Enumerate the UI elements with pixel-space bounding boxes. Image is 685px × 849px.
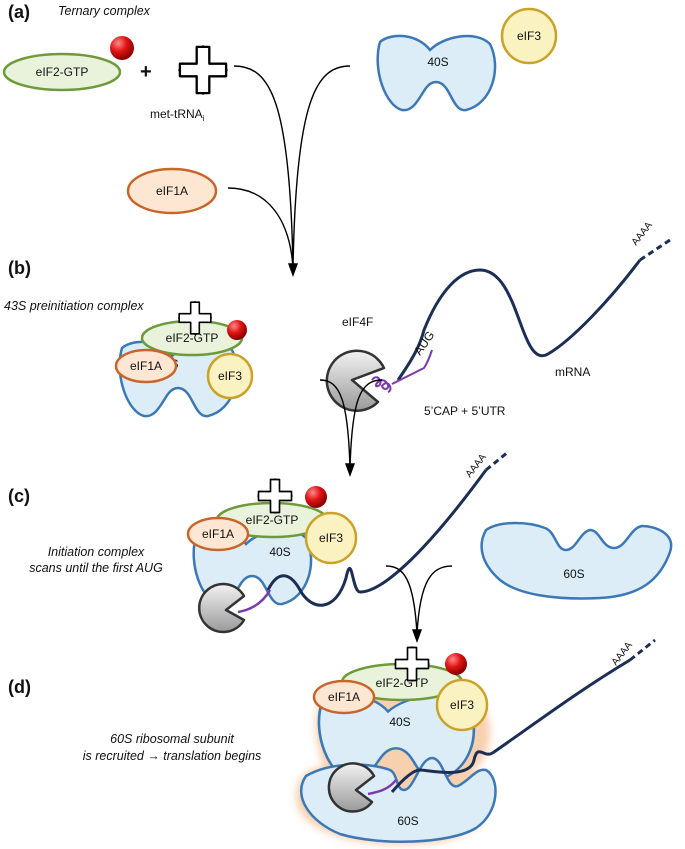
panel-a-label: (a) <box>8 2 30 22</box>
mrna-polya-dash-c <box>485 450 509 472</box>
eif2-gtp-label-b: eIF2-GTP <box>166 331 219 345</box>
utr-d <box>367 779 397 796</box>
utr-loops-b <box>371 349 433 393</box>
gtp-ball-b <box>227 320 247 340</box>
mrna-strand-d <box>390 658 631 793</box>
eif3-b: eIF3 <box>206 352 254 400</box>
eif2-gtp-a: eIF2-GTP <box>2 52 122 92</box>
eif2-gtp-label-a: eIF2-GTP <box>36 65 89 79</box>
mrna-polya-dash-b <box>639 238 671 262</box>
eif3-label-c: eIF3 <box>319 531 343 545</box>
eif3-d: eIF3 <box>435 678 489 732</box>
gtp-ball-c <box>305 486 327 508</box>
eif2-gtp-label-c: eIF2-GTP <box>246 513 299 527</box>
mrna-strand-b <box>396 259 642 381</box>
eif1a-b: eIF1A <box>114 348 178 384</box>
eif3-label-d: eIF3 <box>450 698 474 712</box>
ribosome-40s-a: 40S <box>376 34 497 112</box>
panel-b-label: (b) <box>8 258 31 278</box>
polya-label-c: AAAA <box>464 452 489 480</box>
eif1a-label-c: eIF1A <box>202 527 234 541</box>
recruitment-caption-line2: is recruited → translation begins <box>83 749 262 763</box>
utr-c <box>237 589 272 614</box>
merge-arrow-c-d <box>385 565 453 644</box>
mrna-strand-c <box>266 469 488 607</box>
scanning-caption-line1: Initiation complex <box>48 545 145 559</box>
gtp-ball-a <box>110 36 134 60</box>
eif4f-icon-d <box>327 762 376 813</box>
eif4f-icon-c <box>198 582 246 634</box>
mrna-label: mRNA <box>555 365 590 379</box>
merge-arrow-a-b <box>227 65 351 278</box>
ribosome-40s-c: 40S <box>192 528 313 606</box>
mrna-polya-dash-d <box>629 638 656 662</box>
scanning-caption-line2: scans until the first AUG <box>29 561 163 575</box>
ternary-complex-caption: Ternary complex <box>58 4 151 18</box>
polya-label-b: AAAA <box>630 220 655 248</box>
ribosome-40s-label-c: 40S <box>269 545 290 559</box>
met-trna-icon <box>178 45 228 95</box>
gtp-ball-d <box>445 653 467 675</box>
ribosome-40s-label-d: 40S <box>389 715 410 729</box>
preinitiation-caption: 43S preinitiation complex <box>4 299 144 313</box>
eif4f-label: eIF4F <box>342 315 373 329</box>
recruitment-caption-line1: 60S ribosomal subunit <box>110 732 234 746</box>
eif2-gtp-label-d: eIF2-GTP <box>376 676 429 690</box>
eif1a-c: eIF1A <box>186 516 250 552</box>
eif1a-a: eIF1A <box>126 167 218 215</box>
ribosome-40s-label-a: 40S <box>427 55 448 69</box>
panel-d-label: (d) <box>8 677 31 697</box>
cap-utr-label: 5’CAP + 5’UTR <box>424 404 506 418</box>
eif1a-label-d: eIF1A <box>328 690 360 704</box>
met-trna-label: met-tRNAi <box>150 107 205 123</box>
eif3-c: eIF3 <box>304 511 358 565</box>
ribosome-60s-label-d: 60S <box>397 814 418 828</box>
eif1a-label-a: eIF1A <box>156 184 188 198</box>
eif3-a: eIF3 <box>500 7 558 65</box>
eif1a-label-b: eIF1A <box>130 359 162 373</box>
ribosome-60s-c: 60S <box>480 521 673 600</box>
eif1a-d: eIF1A <box>312 679 376 715</box>
plus-sign: + <box>140 61 152 83</box>
eif3-label-a: eIF3 <box>517 29 541 43</box>
ribosome-60s-label-c: 60S <box>563 567 584 581</box>
merge-arrow-b-c <box>319 379 383 478</box>
panel-c-label: (c) <box>8 486 30 506</box>
aug-label-b: AUG <box>411 328 437 357</box>
eif3-label-b: eIF3 <box>218 369 242 383</box>
